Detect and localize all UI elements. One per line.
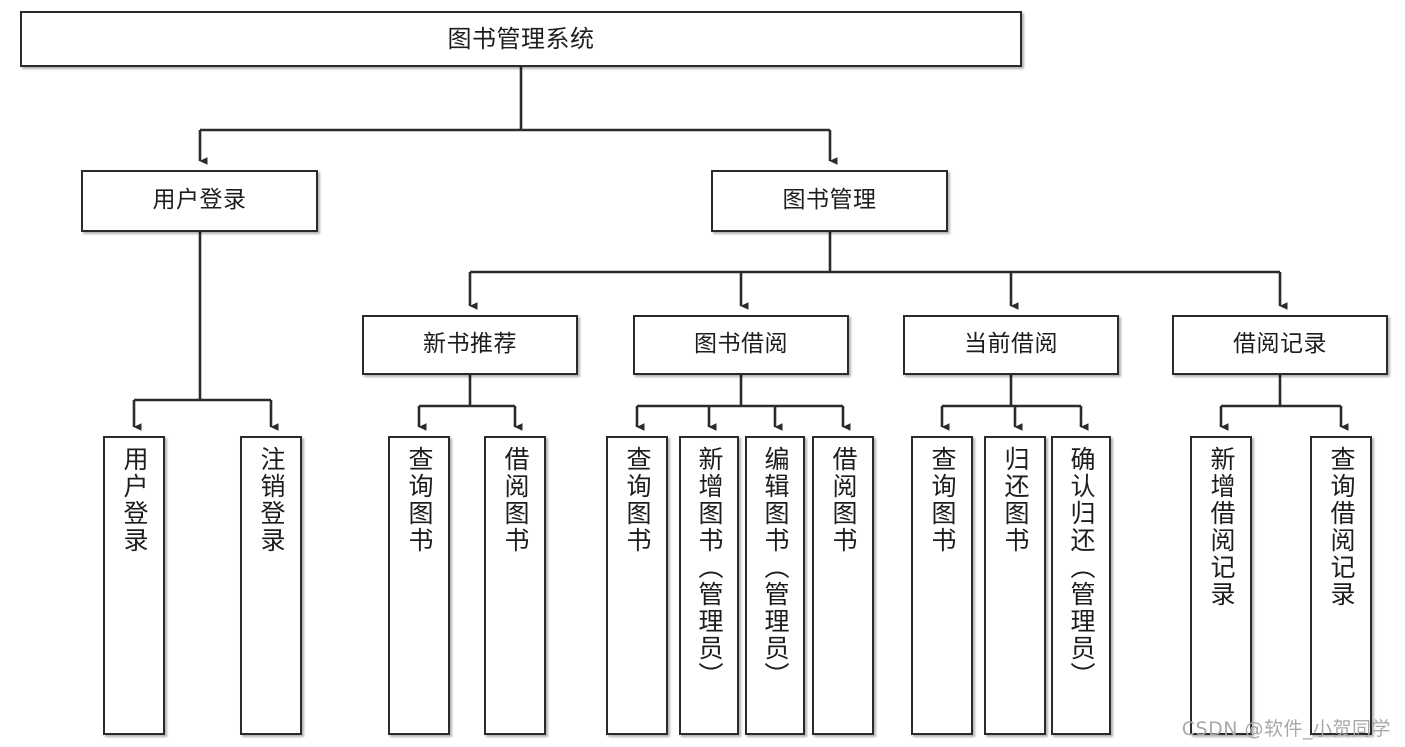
node-label: 当前借阅 <box>964 331 1058 358</box>
node-borrow-record[interactable]: 借阅记录 <box>1172 315 1388 375</box>
node-leaf-user-logout[interactable]: 注销登录 <box>240 436 302 735</box>
node-leaf-query-book-1[interactable]: 查询图书 <box>388 436 450 735</box>
node-label: 图书借阅 <box>694 331 788 358</box>
node-label: 借阅图书 <box>501 446 530 554</box>
node-leaf-query-book-2[interactable]: 查询图书 <box>606 436 668 735</box>
node-label: 新书推荐 <box>423 331 517 358</box>
node-root[interactable]: 图书管理系统 <box>20 11 1022 67</box>
node-label: 查询图书 <box>928 446 957 554</box>
node-label: 查询图书 <box>623 446 652 554</box>
node-leaf-user-login[interactable]: 用户登录 <box>103 436 165 735</box>
node-new-book-recommend[interactable]: 新书推荐 <box>362 315 578 375</box>
node-leaf-confirm-return[interactable]: 确认归还（管理员） <box>1051 436 1111 735</box>
node-leaf-add-record[interactable]: 新增借阅记录 <box>1190 436 1252 735</box>
node-label: 注销登录 <box>257 446 286 554</box>
node-label: 图书管理 <box>782 187 877 214</box>
node-leaf-query-record[interactable]: 查询借阅记录 <box>1310 436 1372 735</box>
node-label: 借阅图书 <box>829 446 858 554</box>
node-book-borrow[interactable]: 图书借阅 <box>633 315 849 375</box>
node-leaf-borrow-book-1[interactable]: 借阅图书 <box>484 436 546 735</box>
node-label: 借阅记录 <box>1233 331 1327 358</box>
node-book-manage[interactable]: 图书管理 <box>711 170 948 232</box>
node-label: 归还图书 <box>1001 446 1030 554</box>
node-label: 图书管理系统 <box>447 24 595 53</box>
node-leaf-borrow-book-2[interactable]: 借阅图书 <box>812 436 874 735</box>
node-label: 编辑图书（管理员） <box>761 446 790 689</box>
node-label: 用户登录 <box>120 446 149 554</box>
node-leaf-edit-book[interactable]: 编辑图书（管理员） <box>745 436 805 735</box>
node-label: 确认归还（管理员） <box>1067 446 1096 689</box>
node-leaf-add-book[interactable]: 新增图书（管理员） <box>679 436 739 735</box>
node-label: 用户登录 <box>152 187 247 214</box>
node-label: 查询借阅记录 <box>1327 446 1356 608</box>
node-leaf-return-book[interactable]: 归还图书 <box>984 436 1046 735</box>
node-label: 查询图书 <box>405 446 434 554</box>
csdn-watermark: CSDN @软件_小贺同学 <box>1181 718 1391 740</box>
node-user-login[interactable]: 用户登录 <box>81 170 318 232</box>
node-current-borrow[interactable]: 当前借阅 <box>903 315 1119 375</box>
node-label: 新增图书（管理员） <box>695 446 724 689</box>
node-label: 新增借阅记录 <box>1207 446 1236 608</box>
node-leaf-query-book-3[interactable]: 查询图书 <box>911 436 973 735</box>
